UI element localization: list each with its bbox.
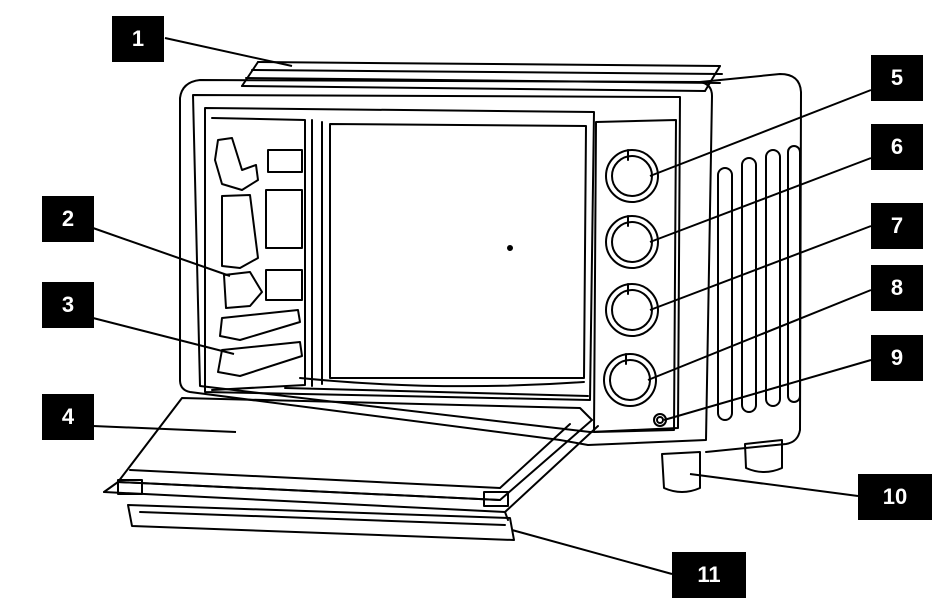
control-panel <box>593 119 677 433</box>
leader-lines <box>92 37 872 575</box>
back-wall <box>329 123 587 379</box>
callout-4: 4 <box>42 394 94 440</box>
callout-11: 11 <box>672 552 746 598</box>
callout-6: 6 <box>871 124 923 170</box>
callout-2: 2 <box>42 196 94 242</box>
cavity-light-dot <box>507 245 513 251</box>
rack-supports <box>214 137 303 377</box>
oven-body-front <box>179 79 713 446</box>
callout-10: 10 <box>858 474 932 520</box>
callout-8: 8 <box>871 265 923 311</box>
top-ridges <box>241 61 723 92</box>
foot-back <box>744 439 783 473</box>
callout-7: 7 <box>871 203 923 249</box>
door-handle <box>127 504 515 541</box>
callout-9: 9 <box>871 335 923 381</box>
callout-5: 5 <box>871 55 923 101</box>
foot-front <box>661 451 701 493</box>
side-vents <box>717 145 801 421</box>
callout-3: 3 <box>42 282 94 328</box>
oven-cavity-frame <box>204 107 595 401</box>
callout-1: 1 <box>112 16 164 62</box>
oven-door <box>117 397 593 501</box>
